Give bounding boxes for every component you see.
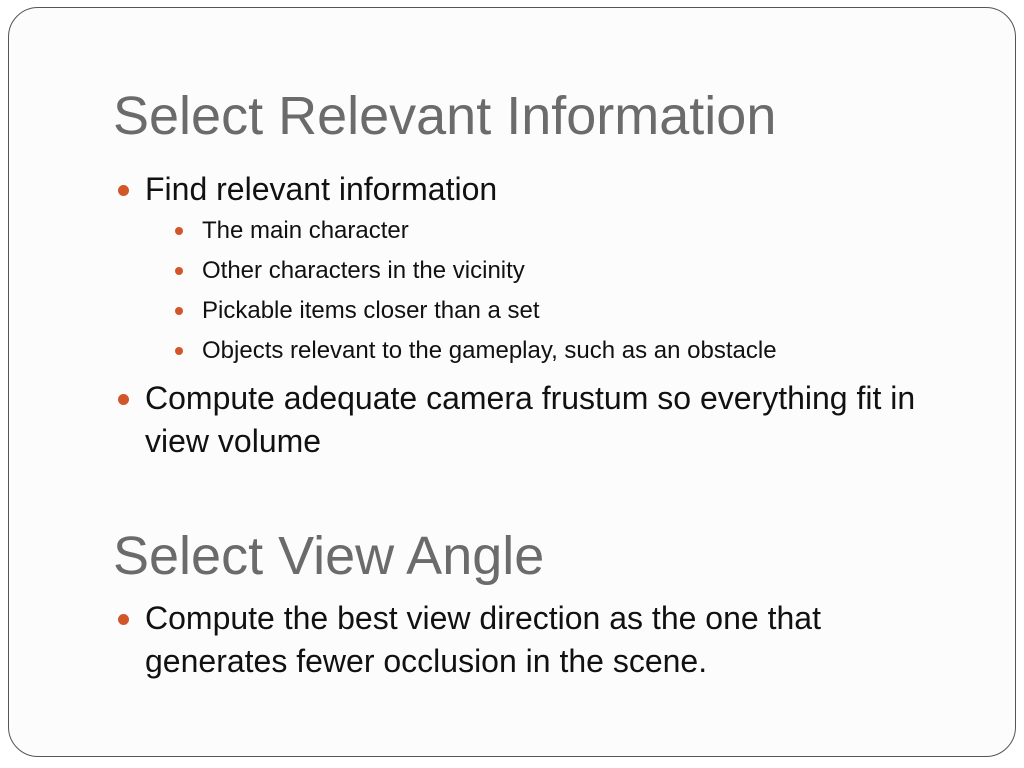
bullet-text: Find relevant information: [145, 171, 498, 207]
bullet-dot-icon: [118, 185, 129, 196]
bullet-text: Compute the best view direction as the o…: [145, 600, 821, 679]
bullet-dot-icon: [175, 307, 183, 315]
sub-bullet-text: Pickable items closer than a set: [202, 297, 540, 324]
sub-bullet-list: The main character Other characters in t…: [145, 211, 968, 371]
bullet-item-find-information: Find relevant information The main chara…: [118, 168, 968, 371]
bullet-item-compute-frustum: Compute adequate camera frustum so every…: [118, 377, 968, 463]
bullet-text: Compute adequate camera frustum so every…: [145, 380, 916, 459]
bullet-list-view-angle: Compute the best view direction as the o…: [118, 597, 968, 683]
sub-bullet-item: The main character: [175, 211, 968, 251]
bullet-dot-icon: [175, 267, 183, 275]
sub-bullet-item: Objects relevant to the gameplay, such a…: [175, 331, 968, 371]
bullet-dot-icon: [118, 614, 129, 625]
bullet-dot-icon: [175, 227, 183, 235]
slide-title-relevant-information: Select Relevant Information: [113, 86, 777, 146]
slide-title-view-angle: Select View Angle: [113, 526, 545, 586]
bullet-dot-icon: [175, 347, 183, 355]
sub-bullet-text: The main character: [202, 217, 409, 244]
sub-bullet-text: Other characters in the vicinity: [202, 257, 525, 284]
sub-bullet-item: Pickable items closer than a set: [175, 291, 968, 331]
bullet-list-relevant-information: Find relevant information The main chara…: [118, 168, 968, 463]
slide: [8, 7, 1016, 757]
bullet-item-view-direction: Compute the best view direction as the o…: [118, 597, 968, 683]
sub-bullet-text: Objects relevant to the gameplay, such a…: [202, 337, 777, 364]
sub-bullet-item: Other characters in the vicinity: [175, 251, 968, 291]
bullet-dot-icon: [118, 394, 129, 405]
